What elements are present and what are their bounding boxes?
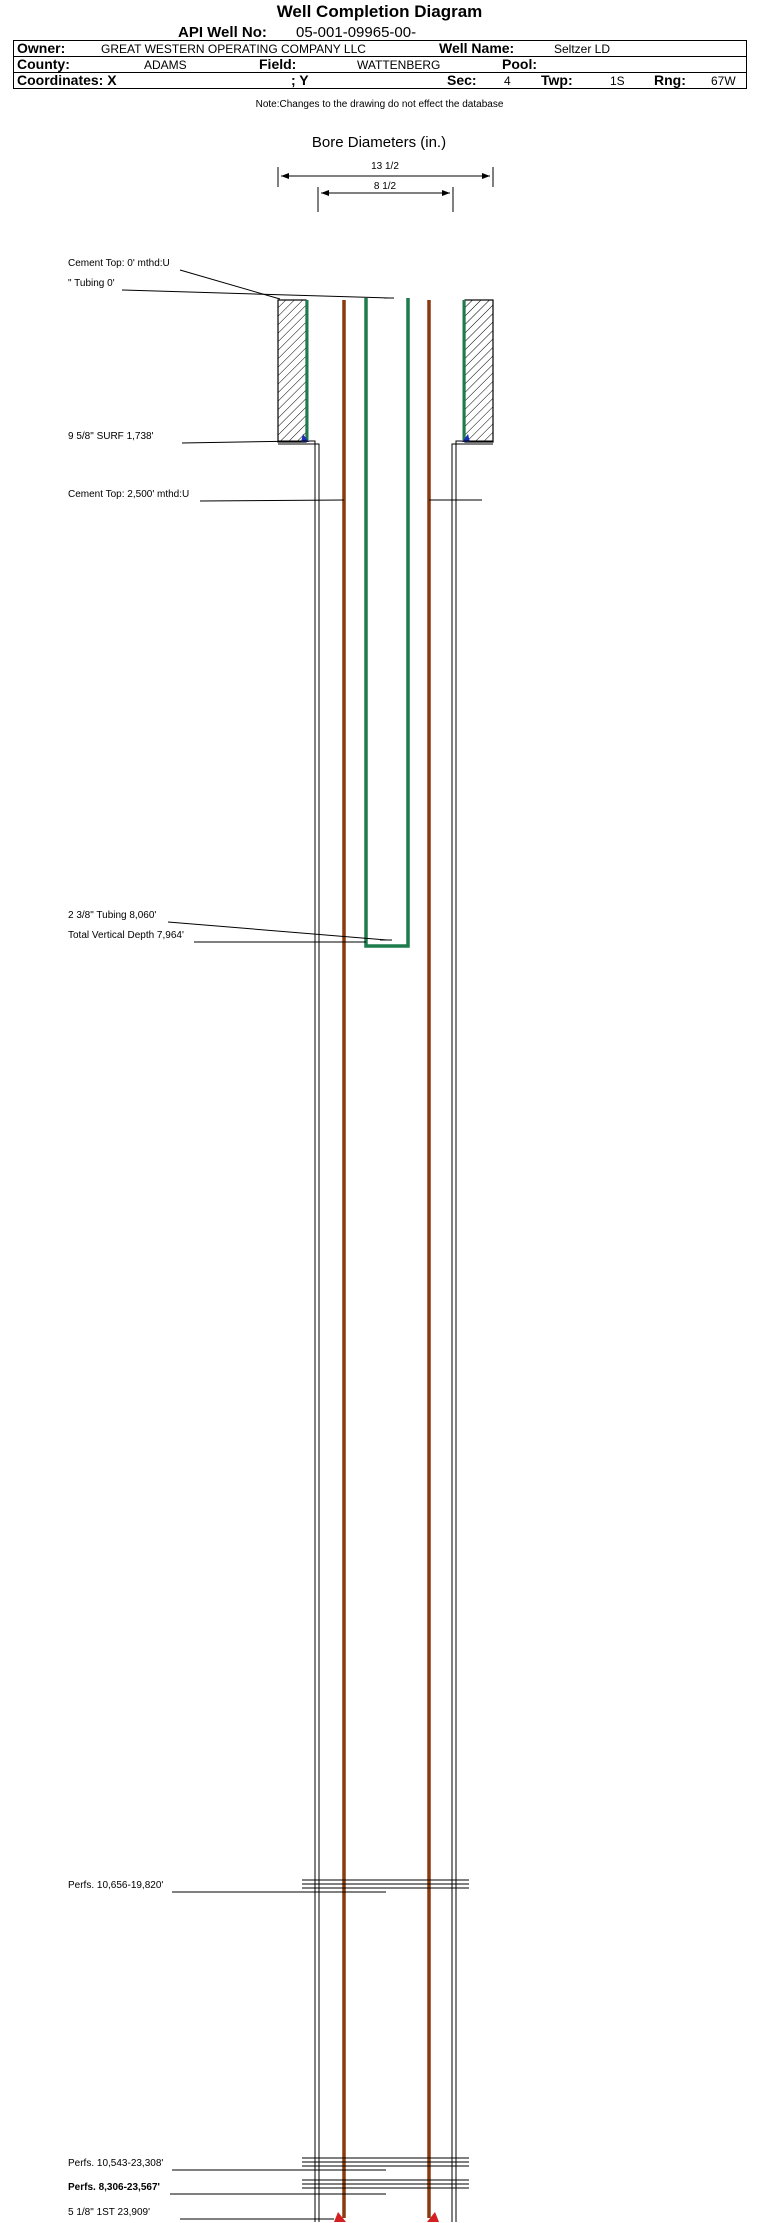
field-label: Field:: [259, 56, 297, 72]
annotation-prod-casing: 5 1/8" 1ST 23,909': [68, 2207, 334, 2220]
api-label: API Well No:: [178, 24, 267, 41]
twp-label: Twp:: [541, 72, 573, 88]
coords-y-label: ; Y: [291, 72, 309, 88]
field-value: WATTENBERG: [357, 58, 441, 72]
open-hole: [278, 440, 493, 2222]
well-name-label: Well Name:: [439, 40, 515, 56]
tubing-string: [364, 298, 410, 948]
annotation-cement-top-prod: Cement Top: 2,500' mthd:U: [68, 489, 482, 502]
annotation-surface-casing: 9 5/8" SURF 1,738': [68, 431, 304, 444]
perfs-2-label: Perfs. 10,543-23,308': [68, 2158, 163, 2169]
perfs-zone-3: Perfs. 8,306-23,567': [68, 2179, 469, 2195]
bore-title: Bore Diameters (in.): [312, 134, 446, 151]
well-name-value: Seltzer LD: [554, 42, 611, 56]
pool-label: Pool:: [502, 56, 537, 72]
owner-row: Owner: GREAT WESTERN OPERATING COMPANY L…: [13, 40, 747, 57]
sec-label: Sec:: [447, 72, 477, 88]
perfs-zone-2: Perfs. 10,543-23,308': [68, 2157, 469, 2171]
tubing-label: 2 3/8" Tubing 8,060': [68, 910, 156, 921]
county-row: County: ADAMS Field: WATTENBERG Pool:: [13, 56, 747, 73]
annotation-tubing: 2 3/8" Tubing 8,060': [68, 910, 392, 941]
inner-bore-dimension: 8 1/2: [317, 181, 454, 212]
well-info-table: Owner: GREAT WESTERN OPERATING COMPANY L…: [13, 40, 747, 89]
surface-cement-left: [277, 299, 307, 443]
coords-row: Coordinates: X ; Y Sec: 4 Twp: 1S Rng: 6…: [13, 72, 747, 89]
surface-casing-label: 9 5/8" SURF 1,738': [68, 431, 154, 442]
county-value: ADAMS: [144, 58, 187, 72]
tvd-label: Total Vertical Depth 7,964': [68, 930, 184, 941]
prod-shoe-left-icon: [334, 2212, 346, 2222]
database-note: Note:Changes to the drawing do not effec…: [255, 99, 504, 110]
cement-top-prod-label: Cement Top: 2,500' mthd:U: [68, 489, 189, 500]
inner-bore-label: 8 1/2: [374, 181, 397, 192]
sec-value: 4: [504, 74, 511, 88]
coords-x-label: Coordinates: X: [17, 72, 117, 88]
outer-bore-dimension: 13 1/2: [277, 161, 494, 187]
surface-cement-right: [464, 299, 494, 443]
owner-value: GREAT WESTERN OPERATING COMPANY LLC: [101, 42, 366, 56]
perfs-zone-1: Perfs. 10,656-19,820': [68, 1879, 469, 1893]
tubing-top-label: " Tubing 0': [68, 278, 115, 289]
page-title: Well Completion Diagram: [276, 2, 483, 21]
twp-value: 1S: [610, 74, 625, 88]
cement-top-surface-label: Cement Top: 0' mthd:U: [68, 258, 170, 269]
county-label: County:: [17, 56, 70, 72]
surface-shoe-right-icon: [462, 434, 470, 442]
surface-shoe-left-icon: [301, 434, 309, 442]
perfs-1-label: Perfs. 10,656-19,820': [68, 1880, 163, 1891]
perfs-3-label: Perfs. 8,306-23,567': [68, 2182, 160, 2193]
api-row: API Well No: 05-001-09965-00-: [0, 24, 759, 41]
owner-label: Owner:: [17, 40, 66, 56]
annotation-tvd: Total Vertical Depth 7,964': [68, 930, 366, 943]
prod-casing-label: 5 1/8" 1ST 23,909': [68, 2207, 150, 2218]
outer-bore-label: 13 1/2: [371, 161, 399, 172]
prod-shoe-right-icon: [427, 2212, 439, 2222]
rng-value: 67W: [711, 74, 736, 88]
api-value: 05-001-09965-00-: [296, 24, 417, 41]
rng-label: Rng:: [654, 72, 686, 88]
annotation-tubing-top: " Tubing 0': [68, 278, 394, 299]
